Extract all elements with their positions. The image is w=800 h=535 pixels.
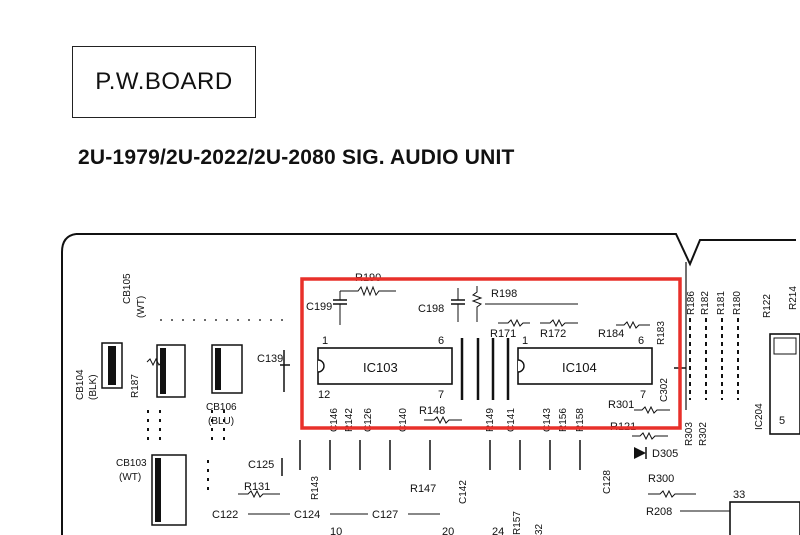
c302-label: C302 xyxy=(659,378,670,402)
r158-label: R158 xyxy=(575,408,586,432)
cb106-inner xyxy=(215,348,221,390)
ic103-notch xyxy=(317,359,325,373)
c139-label: C139 xyxy=(257,353,283,365)
ic204-pin5: 5 xyxy=(779,415,785,427)
ic103-pin1: 1 xyxy=(322,335,328,347)
c122-label: C122 xyxy=(212,509,238,521)
cb106-color: (BLU) xyxy=(208,416,234,427)
ic204-label: IC204 xyxy=(754,403,765,430)
c141-label: C141 xyxy=(506,408,517,432)
cb103-color: (WT) xyxy=(119,472,141,483)
n32-label: 32 xyxy=(534,523,545,535)
cb105-label: CB105 xyxy=(122,273,133,304)
ic103-pin7: 7 xyxy=(438,389,444,401)
c140-label: C140 xyxy=(398,408,409,432)
c199-label: C199 xyxy=(306,301,332,313)
n10-label: 10 xyxy=(330,526,342,535)
unit-title: 2U-1979/2U-2022/2U-2080 SIG. AUDIO UNIT xyxy=(78,146,515,169)
r190-resistor xyxy=(340,285,396,297)
ic104-notch xyxy=(517,359,525,373)
n20-label: 20 xyxy=(442,526,454,535)
ic103-body xyxy=(317,347,453,385)
r186-label: R186 xyxy=(686,291,697,315)
c143-label: C143 xyxy=(542,408,553,432)
cb104-inner xyxy=(108,346,116,385)
c198-label: C198 xyxy=(418,303,444,315)
ic104-body xyxy=(517,347,653,385)
cb105-color: (WT) xyxy=(136,296,147,318)
c124-label: C124 xyxy=(294,509,320,521)
r171-resistor xyxy=(498,318,530,328)
c125-label: C125 xyxy=(248,459,274,471)
r180-label: R180 xyxy=(732,291,743,315)
board-outline xyxy=(76,233,796,267)
d305-diode xyxy=(634,447,646,459)
r131-resistor xyxy=(238,489,280,499)
ic204-tab xyxy=(773,337,797,355)
r198-label: R198 xyxy=(491,288,517,300)
r300-resistor xyxy=(648,489,696,499)
pw-board-label: P.W.BOARD xyxy=(72,46,256,118)
r208-label: R208 xyxy=(646,506,672,518)
cb105-inner xyxy=(160,348,166,394)
r157-label: R157 xyxy=(512,511,523,535)
c142-label: C142 xyxy=(458,480,469,504)
cb103-label: CB103 xyxy=(116,458,147,469)
r148-label: R148 xyxy=(419,405,445,417)
ic103-pin12: 12 xyxy=(318,389,330,401)
c127-label: C127 xyxy=(372,509,398,521)
c126-label: C126 xyxy=(363,408,374,432)
r183-label: R183 xyxy=(656,321,667,345)
r198-resistor xyxy=(471,286,483,322)
r184-resistor xyxy=(616,320,650,330)
r149-label: R149 xyxy=(485,408,496,432)
n24-label: 24 xyxy=(492,526,504,535)
r187-resistor xyxy=(146,357,163,367)
cb106-label: CB106 xyxy=(206,402,237,413)
r148-resistor xyxy=(424,415,462,425)
c128-label: C128 xyxy=(602,470,613,494)
r122-label: R122 xyxy=(762,294,773,318)
ic104-pin6: 6 xyxy=(638,335,644,347)
r143-label: R143 xyxy=(310,476,321,500)
lower-right-ic xyxy=(729,501,800,535)
board-outline-left xyxy=(61,233,77,535)
r181-label: R181 xyxy=(716,291,727,315)
ic103-pin6: 6 xyxy=(438,335,444,347)
cb103-inner xyxy=(155,458,161,522)
r182-label: R182 xyxy=(700,291,711,315)
pin33-label: 33 xyxy=(733,489,745,501)
r301-label: R301 xyxy=(608,399,634,411)
r187-label: R187 xyxy=(130,374,141,398)
r300-label: R300 xyxy=(648,473,674,485)
r214-label: R214 xyxy=(788,286,799,310)
highlight-box xyxy=(300,277,682,430)
r302-label: R302 xyxy=(698,422,709,446)
r131-label: R131 xyxy=(244,481,270,493)
r171-label: R171 xyxy=(490,328,516,340)
cb104-label: CB104 xyxy=(75,369,86,400)
ic103-label: IC103 xyxy=(363,360,398,375)
r156-label: R156 xyxy=(558,408,569,432)
ic104-label: IC104 xyxy=(562,360,597,375)
ic104-pin7: 7 xyxy=(640,389,646,401)
cb104-color: (BLK) xyxy=(88,374,99,400)
r301-resistor xyxy=(634,405,670,415)
r121-resistor xyxy=(632,431,668,441)
c146-label: C146 xyxy=(329,408,340,432)
r303-label: R303 xyxy=(684,422,695,446)
ic104-pin1: 1 xyxy=(522,335,528,347)
r142-label: R142 xyxy=(344,408,355,432)
r172-label: R172 xyxy=(540,328,566,340)
r172-resistor xyxy=(540,318,578,328)
d305-label: D305 xyxy=(652,448,678,460)
r147-label: R147 xyxy=(410,483,436,495)
r184-label: R184 xyxy=(598,328,624,340)
